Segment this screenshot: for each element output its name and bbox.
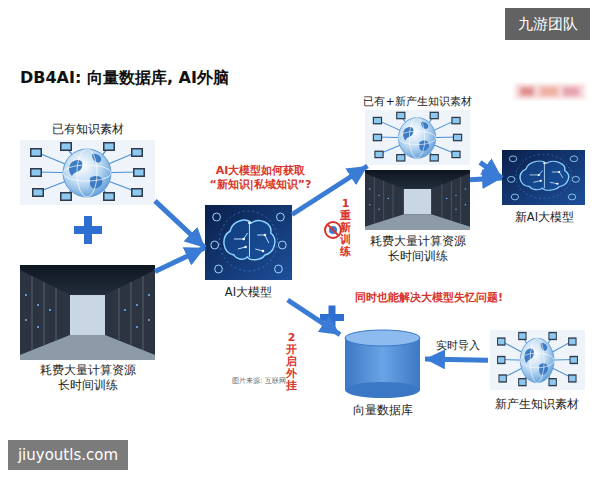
flow-arrow bbox=[480, 162, 502, 178]
node-caption: 新产生知识素材 bbox=[488, 397, 586, 412]
watermark-url: jiuyoutls.com bbox=[8, 440, 128, 470]
flow-arrow bbox=[470, 178, 502, 180]
illustration-part bbox=[84, 216, 92, 244]
illustration-part bbox=[365, 110, 470, 165]
source-note: 图片来源: 互联网 bbox=[232, 376, 286, 386]
illustration-part bbox=[502, 150, 585, 205]
edge-label: 2 开 启 外 挂 bbox=[285, 332, 298, 392]
node-caption: AI大模型 bbox=[205, 285, 292, 300]
node-caption: 耗费大量计算资源 长时间训练 bbox=[20, 363, 155, 393]
node-caption: 耗费大量计算资源 长时间训练 bbox=[365, 234, 470, 264]
benefit-note: 同时也能解决大模型失忆问题! bbox=[355, 290, 503, 305]
edge-label: 1 重 新 训 练 bbox=[339, 198, 352, 258]
node-caption: 已有知识素材 bbox=[20, 122, 155, 137]
illustration-part bbox=[20, 265, 155, 360]
illustration-part bbox=[345, 382, 420, 398]
illustration-part bbox=[515, 84, 585, 99]
image-node: 已有+新产生知识素材 bbox=[355, 94, 480, 166]
image-node: 新AI大模型 bbox=[502, 150, 587, 230]
image-node: 耗费大量计算资源 长时间训练 bbox=[20, 265, 155, 395]
illustration-part bbox=[20, 140, 155, 205]
illustration-part bbox=[325, 222, 341, 238]
illustration-part bbox=[515, 84, 585, 99]
illustration-part bbox=[490, 330, 585, 390]
image-node: AI大模型 bbox=[205, 205, 292, 300]
node-caption: 新AI大模型 bbox=[502, 210, 587, 225]
node-caption: 向量数据库 bbox=[340, 403, 425, 418]
illustration-part bbox=[365, 170, 470, 230]
illustration-part bbox=[345, 330, 420, 346]
image-node: 向量数据库 bbox=[340, 325, 425, 422]
flow-arrow bbox=[288, 300, 340, 335]
image-node: 新产生知识素材 bbox=[488, 328, 586, 420]
node-caption: 已有+新产生知识素材 bbox=[355, 94, 480, 109]
illustration-part bbox=[328, 225, 339, 236]
illustration-part bbox=[540, 87, 558, 96]
illustration-part bbox=[205, 205, 292, 280]
flow-arrow bbox=[155, 248, 205, 272]
edge-label: 实时导入 bbox=[428, 340, 488, 352]
illustration-part bbox=[520, 87, 534, 96]
image-node: 耗费大量计算资源 长时间训练 bbox=[365, 170, 470, 267]
illustration-part bbox=[563, 87, 579, 96]
diagram-title: DB4AI: 向量数据库, AI外脑 bbox=[20, 68, 229, 89]
question-note: AI大模型如何获取 “新知识|私域知识”? bbox=[193, 164, 328, 192]
flow-arrow bbox=[425, 359, 488, 360]
illustration-part bbox=[329, 306, 336, 330]
watermark-badge: 九游团队 bbox=[505, 8, 590, 40]
flow-arrow bbox=[155, 201, 205, 248]
image-node: 已有知识素材 bbox=[20, 122, 155, 205]
